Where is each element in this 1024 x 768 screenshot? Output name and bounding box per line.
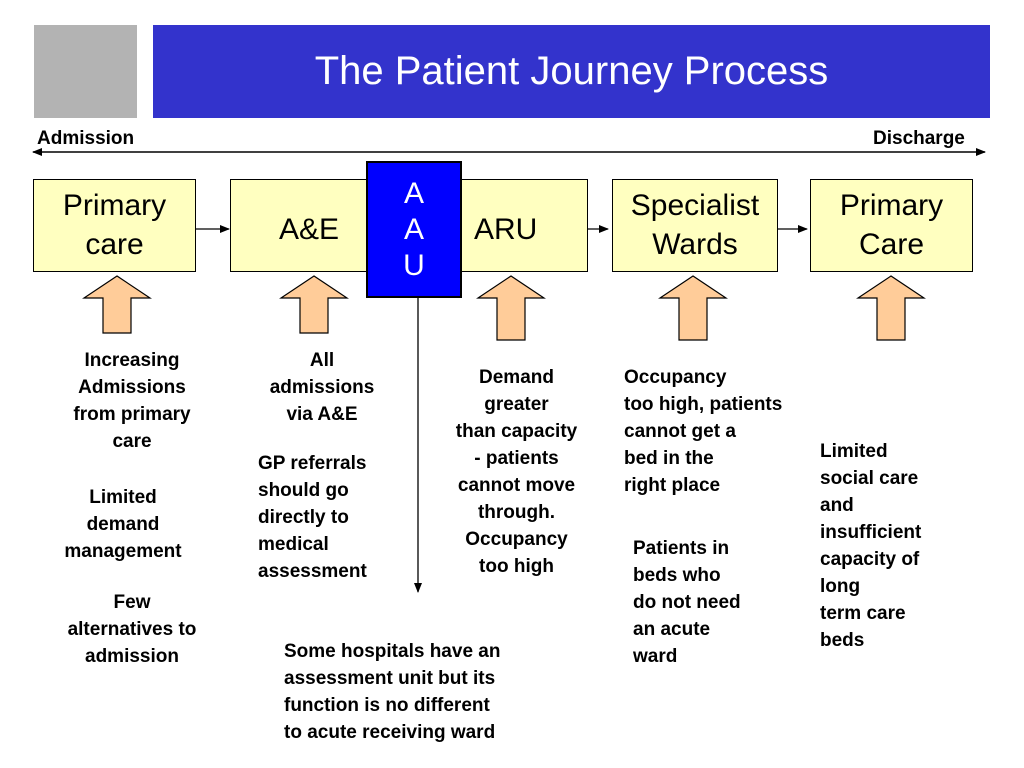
stage-ae: A&E — [279, 213, 340, 246]
title-bar — [153, 25, 990, 118]
note-assessment-unit: Some hospitals have an assessment unit b… — [284, 641, 501, 743]
aau-letter-3: U — [403, 248, 425, 282]
up-arrow-4 — [658, 275, 728, 341]
note-limited-social-care: Limited social care and insufficient cap… — [820, 441, 922, 651]
aau-letter-1: A — [403, 176, 424, 210]
note-all-admissions: All admissions via A&E — [269, 350, 375, 425]
stage-aau: A A U — [366, 161, 462, 298]
aau-letter-2: A — [403, 212, 424, 246]
stage-aru: ARU — [474, 213, 538, 246]
discharge-label: Discharge — [873, 128, 965, 149]
stage-primary-care-2: Primary Care — [810, 179, 973, 272]
note-patients-in-beds: Patients in beds who do not need an acut… — [633, 538, 741, 667]
up-arrow-3 — [476, 275, 546, 341]
admission-label: Admission — [37, 128, 135, 149]
note-occupancy-too-high: Occupancy too high, patients cannot get … — [624, 367, 783, 496]
up-arrow-2 — [279, 275, 349, 334]
stage-specialist-wards: Specialist Wards — [612, 179, 778, 272]
note-limited-demand: Limited demand management — [64, 487, 182, 562]
note-increasing-admissions: Increasing Admissions from primary care — [73, 350, 191, 452]
up-arrow-1 — [82, 275, 152, 334]
note-few-alternatives: Few alternatives to admission — [67, 592, 197, 667]
accent-square — [34, 25, 137, 118]
note-demand-greater: Demand greater than capacity - patients … — [455, 367, 578, 577]
note-gp-referrals: GP referrals should go directly to medic… — [258, 453, 367, 582]
stage-primary-care: Primary care — [33, 179, 196, 272]
up-arrow-5 — [856, 275, 926, 341]
page-title: The Patient Journey Process — [314, 49, 829, 93]
